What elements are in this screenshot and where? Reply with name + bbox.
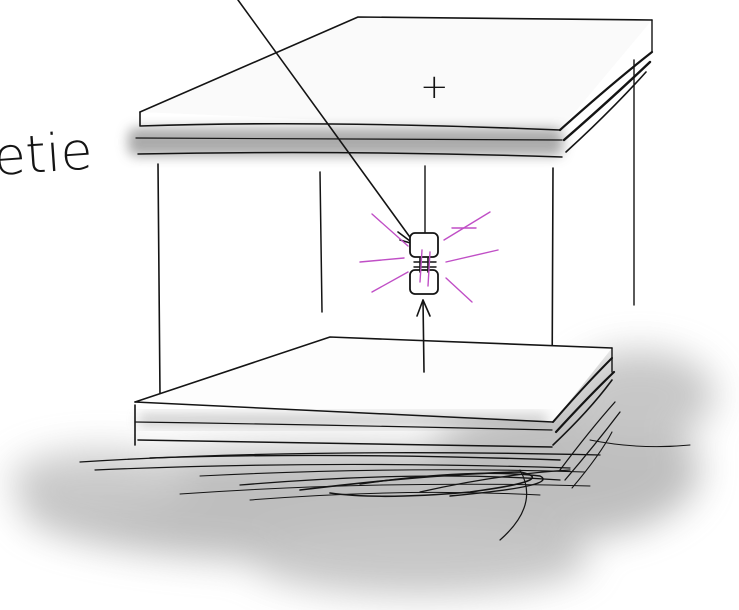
top-plate-mark: +	[420, 67, 449, 107]
top-plate	[128, 17, 652, 157]
specimen-blocks	[410, 233, 438, 294]
handwritten-label: etie	[0, 121, 94, 188]
